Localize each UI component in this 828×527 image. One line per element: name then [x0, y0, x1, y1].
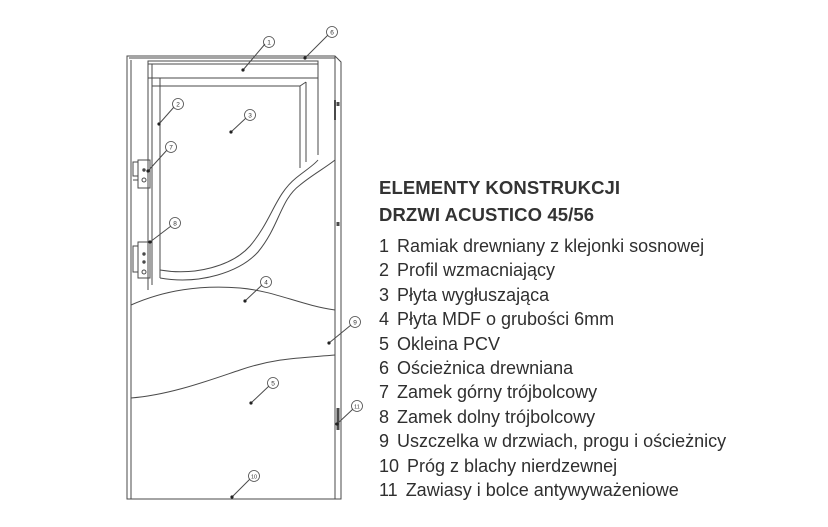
legend-item-number: 4: [379, 309, 390, 330]
callout-10: 10: [230, 470, 260, 499]
callout-3-label: 3: [248, 113, 252, 120]
callout-10-label: 10: [251, 474, 257, 480]
right-stile: [299, 61, 319, 168]
callout-5-label: 5: [271, 381, 275, 388]
legend-item: 8 Zamek dolny trójbolcowy: [379, 405, 726, 429]
legend-item: 5 Okleina PCV: [379, 332, 726, 356]
legend-item: 11 Zawiasy i bolce antywyważeniowe: [379, 478, 726, 502]
callout-9-label: 9: [353, 320, 357, 327]
legend-item-number: 11: [379, 480, 398, 501]
legend-item-label: Próg z blachy nierdzewnej: [407, 455, 618, 476]
legend-item-number: 2: [379, 260, 390, 281]
legend-item-label: Płyta wygłuszająca: [397, 284, 550, 305]
callout-1: 1: [241, 36, 275, 72]
legend-item-number: 7: [379, 382, 390, 403]
wave-cut-upper-inner: [159, 159, 319, 273]
legend-item: 3 Płyta wygłuszająca: [379, 283, 726, 307]
callout-2: 2: [157, 98, 184, 126]
legend-item: 9 Uszczelka w drzwiach, progu i ościeżnic…: [379, 429, 726, 453]
callout-2-label: 2: [176, 102, 180, 109]
legend-item-number: 6: [379, 358, 390, 379]
callout-7-label: 7: [169, 145, 173, 152]
wave-cut-middle: [130, 286, 336, 311]
legend-item: 10 Próg z blachy nierdzewnej: [379, 454, 726, 478]
legend-item-label: Profil wzmacniający: [397, 260, 556, 281]
legend-item: 1 Ramiak drewniany z klejonki sosnowej: [379, 234, 726, 258]
callout-4: 4: [243, 276, 272, 303]
callout-1-label: 1: [267, 40, 271, 47]
legend-item: 6 Ościeżnica drewniana: [379, 356, 726, 380]
callout-6-label: 6: [330, 30, 334, 37]
callout-4-label: 4: [264, 280, 268, 287]
legend-item-label: Zamek dolny trójbolcowy: [397, 406, 596, 427]
legend-item: 2 Profil wzmacniający: [379, 258, 726, 282]
legend-item-number: 8: [379, 406, 390, 427]
diagram-title: ELEMENTY KONSTRUKCJI DRZWI ACUSTICO 45/5…: [379, 174, 620, 228]
legend-item-label: Płyta MDF o grubości 6mm: [397, 309, 615, 330]
legend-item-number: 9: [379, 431, 390, 452]
callout-9: 9: [327, 316, 361, 345]
legend-item-number: 3: [379, 284, 390, 305]
lower-lock: [132, 241, 151, 279]
legend-item-number: 5: [379, 333, 390, 354]
legend-item: 7 Zamek górny trójbolcowy: [379, 380, 726, 404]
callout-11-label: 11: [354, 404, 360, 410]
legend-item-label: Zamek górny trójbolcowy: [397, 382, 598, 403]
callout-11: 11: [335, 400, 363, 426]
callout-7: 7: [146, 141, 177, 173]
legend-item-label: Ościeżnica drewniana: [397, 358, 574, 379]
legend-item-label: Ramiak drewniany z klejonki sosnowej: [397, 236, 705, 256]
callout-8: 8: [148, 217, 181, 244]
door-frame-outline: [126, 55, 342, 500]
title-line-1: ELEMENTY KONSTRUKCJI: [379, 177, 621, 198]
wave-cut-upper: [159, 159, 336, 281]
callout-5: 5: [249, 377, 279, 405]
callout-8-label: 8: [173, 221, 177, 228]
callout-3: 3: [229, 109, 256, 134]
left-stile: [147, 61, 161, 290]
legend-item-label: Okleina PCV: [397, 333, 501, 354]
legend-item-label: Zawiasy i bolce antywyważeniowe: [405, 480, 679, 501]
upper-lock: [132, 159, 151, 189]
callout-6: 6: [303, 26, 338, 60]
wave-cut-lower: [130, 354, 336, 399]
legend-item-number: 1: [379, 236, 390, 256]
legend-item: 4 Płyta MDF o grubości 6mm: [379, 307, 726, 331]
legend-item-label: Uszczelka w drzwiach, progu i ościeżnicy: [397, 431, 727, 452]
title-line-2: DRZWI ACUSTICO 45/56: [379, 204, 595, 225]
legend-item-number: 10: [379, 455, 400, 476]
